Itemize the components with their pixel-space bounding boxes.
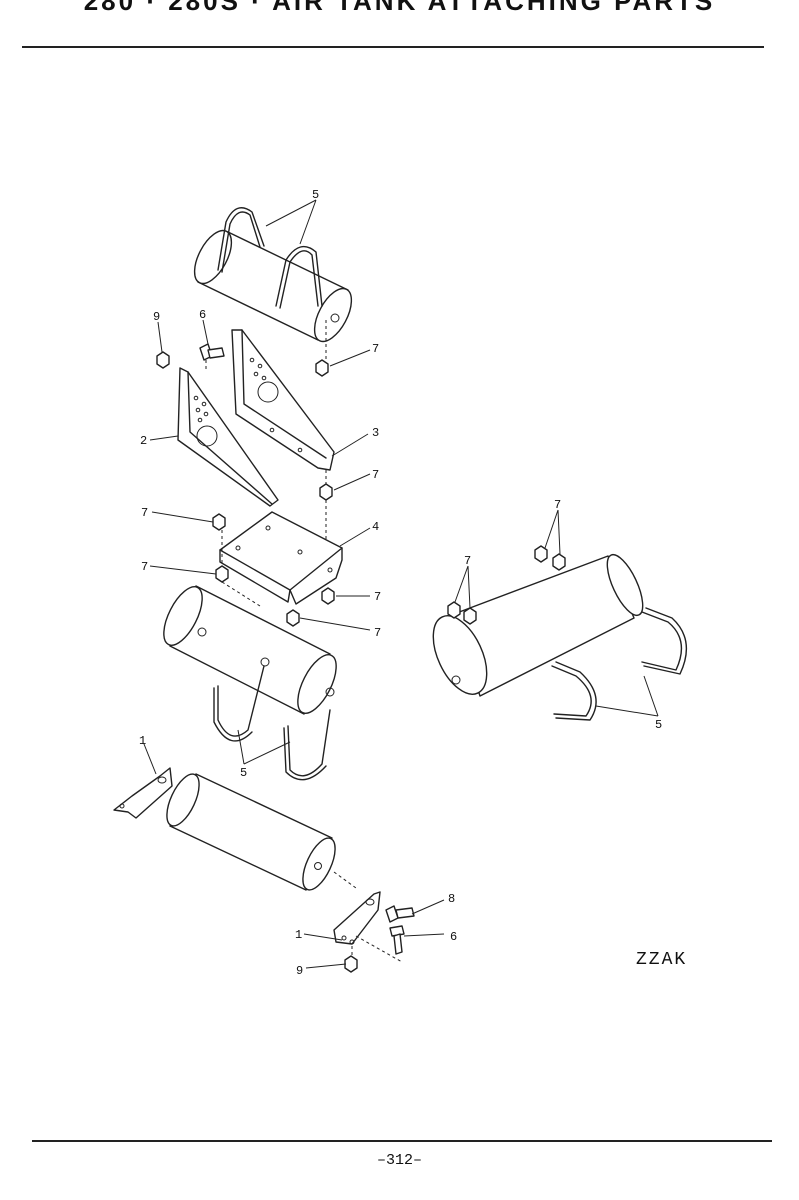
- callout-5-right: 5: [655, 718, 662, 732]
- bolt-6-top: [199, 343, 225, 361]
- callout-7-c: 7: [141, 506, 148, 520]
- callout-8: 8: [448, 892, 455, 906]
- callout-7-d: 7: [141, 560, 148, 574]
- drawing-code: ZZAK: [636, 950, 688, 970]
- mounting-plate-4: [219, 511, 343, 605]
- callout-6-bottom: 6: [450, 930, 457, 944]
- bolt-6-bottom: [389, 925, 405, 955]
- nut-7-e: [321, 587, 335, 605]
- callout-7-g: 7: [554, 498, 561, 512]
- callout-5-top: 5: [312, 188, 319, 202]
- nut-7-c: [212, 513, 226, 531]
- air-tank-bottom: [166, 773, 336, 891]
- callout-1-right: 1: [295, 928, 302, 942]
- callout-7-e: 7: [374, 590, 381, 604]
- callout-7-f: 7: [374, 626, 381, 640]
- bolt-8: [385, 905, 415, 923]
- nut-7-f: [286, 609, 300, 627]
- bracket-1-left: [113, 767, 173, 819]
- nut-7-g: [534, 545, 566, 571]
- u-bolt-right-a: [641, 607, 688, 675]
- callout-4: 4: [372, 520, 379, 534]
- callout-2: 2: [140, 434, 147, 448]
- callout-7-h: 7: [464, 554, 471, 568]
- nut-7-a: [315, 359, 329, 377]
- u-bolt-top-a: [217, 207, 265, 273]
- air-tank-right: [432, 553, 644, 697]
- nut-7-b: [319, 483, 333, 501]
- callout-7-a: 7: [372, 342, 379, 356]
- callout-labels: 5 9 6 7 2 3 7 7 4 7 7 7 7 7 5 5 1 8 1 6 …: [139, 188, 662, 978]
- nut-7-d: [215, 565, 229, 583]
- page-number: –312–: [376, 1152, 422, 1169]
- page-title: 280 · 280S · AIR TANK ATTACHING PARTS: [83, 0, 716, 16]
- callout-7-b: 7: [372, 468, 379, 482]
- assembly-lines: [205, 320, 403, 963]
- air-tank-middle: [163, 585, 337, 715]
- bracket-1-right: [333, 891, 381, 945]
- u-bolt-right-b: [551, 661, 597, 721]
- callout-9-bottom: 9: [296, 964, 303, 978]
- u-bolt-top-b: [275, 245, 323, 309]
- callout-1-left: 1: [139, 734, 146, 748]
- callout-6-top: 6: [199, 308, 206, 322]
- header-rule: [22, 46, 764, 48]
- bracket-3: [231, 329, 335, 471]
- leader-lines: [143, 199, 659, 969]
- callout-5-middle: 5: [240, 766, 247, 780]
- u-bolt-middle-a: [213, 665, 265, 742]
- nut-9-bottom: [344, 955, 358, 973]
- callout-3: 3: [372, 426, 379, 440]
- footer-rule: [32, 1140, 772, 1142]
- u-bolt-middle-b: [283, 709, 331, 781]
- air-tank-top: [193, 229, 353, 343]
- bracket-2: [177, 367, 279, 507]
- callout-9-top: 9: [153, 310, 160, 324]
- nut-9-top: [156, 351, 170, 369]
